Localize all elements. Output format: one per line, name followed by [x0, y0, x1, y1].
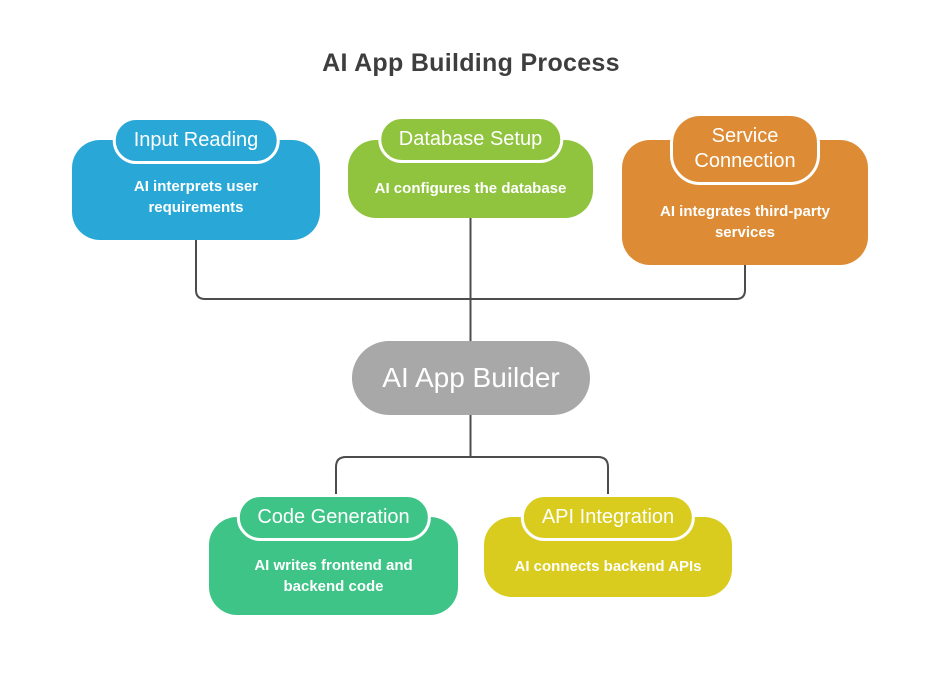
connector-bottom-right	[470, 456, 609, 494]
node-database-setup-label: Database Setup	[377, 116, 564, 163]
node-api-integration: API Integration AI connects backend APIs	[484, 494, 732, 597]
node-code-generation: Code Generation AI writes frontend and b…	[209, 494, 458, 615]
node-api-integration-label: API Integration	[520, 494, 696, 541]
node-service-connection: Service Connection AI integrates third-p…	[622, 113, 868, 265]
node-service-connection-description: AI integrates third-party services	[659, 202, 831, 241]
node-database-setup: Database Setup AI configures the databas…	[348, 116, 593, 218]
node-database-setup-description: AI configures the database	[374, 180, 567, 197]
node-input-reading: Input Reading AI interprets user require…	[72, 117, 320, 240]
diagram-title: AI App Building Process	[322, 49, 620, 77]
node-service-connection-label: Service Connection	[670, 113, 820, 185]
node-input-reading-description: AI interprets user requirements	[133, 178, 259, 216]
node-code-generation-description: AI writes frontend and backend code	[254, 557, 413, 595]
node-ai-app-builder: AI App Builder	[352, 341, 590, 415]
node-ai-app-builder-label: AI App Builder	[382, 362, 560, 393]
node-code-generation-label: Code Generation	[236, 494, 431, 541]
connector-bottom-left	[335, 456, 471, 494]
node-input-reading-label: Input Reading	[112, 117, 280, 164]
node-api-integration-description: AI connects backend APIs	[514, 558, 702, 575]
